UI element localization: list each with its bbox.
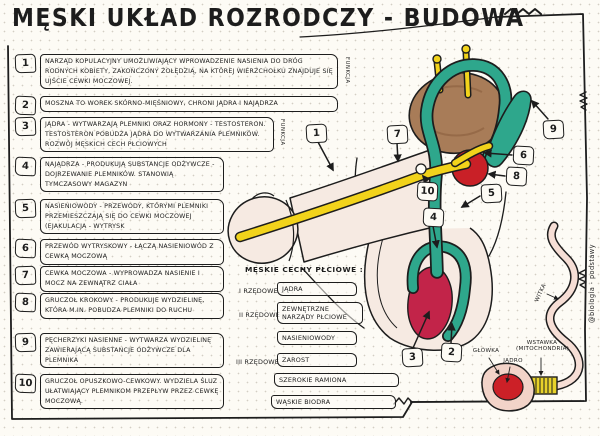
sperm-label-arrows <box>488 293 559 383</box>
legend-number-3: 3 <box>14 116 37 137</box>
traits-box-szerokie-ramiona: SZEROKIE RAMIONA <box>274 373 399 387</box>
traits-label-2: II RZĘDOWE <box>239 311 280 319</box>
urethra <box>234 141 494 243</box>
traits-box-nasieniowody: NASIENIOWODY <box>277 331 357 345</box>
sperm-head-label: GŁÓWKA <box>472 348 500 354</box>
legend-text-3: JĄDRA - WYTWARZAJĄ PLEMNIKI ORAZ HORMONY… <box>40 117 274 153</box>
legend-text-9: PĘCHERZYKI NASIENNE - WYTWARZA WYDZIELIN… <box>40 333 224 369</box>
legend-text-2: MOSZNA TO WOREK SKÓRNO-MIĘŚNIOWY, CHRONI… <box>40 96 338 112</box>
callout-2: 2 <box>440 342 463 363</box>
funkcja-tag-3: FUNKCJA <box>279 119 285 146</box>
traits-label-3: III RZĘDOWE <box>236 358 280 366</box>
legend-number-1: 1 <box>14 53 37 74</box>
page-title: MĘSKI UKŁAD ROZRODCZY - BUDOWA <box>12 4 525 33</box>
bulbourethral-gland <box>415 163 427 175</box>
traits-box-zarost: ZAROST <box>277 353 357 367</box>
legend-number-5: 5 <box>14 198 37 219</box>
legend-number-2: 2 <box>14 95 37 116</box>
sperm-midpiece-label: WSTAWKA (MITOCHONDRIA) <box>516 340 570 352</box>
legend-text-10: GRUCZOŁ OPUSZKOWO-CEWKOWY. WYDZIELA ŚLUZ… <box>40 374 224 410</box>
sperm-tail <box>545 221 584 391</box>
callout-6: 6 <box>512 145 535 166</box>
sperm-cell <box>409 221 585 412</box>
sperm-midpiece <box>527 376 558 395</box>
legend-number-6: 6 <box>14 238 37 259</box>
funkcja-tag-1: FUNKCJA <box>344 57 350 84</box>
legend-text-4: NAJĄDRZA - PRODUKUJĄ SUBSTANCJE ODŻYWCZE… <box>40 157 224 193</box>
callout-4: 4 <box>422 207 445 228</box>
traits-box-jadra: JĄDRA <box>277 282 357 296</box>
callout-10: 10 <box>416 181 439 202</box>
sperm-nucleus <box>492 373 524 401</box>
legend-number-10: 10 <box>14 373 37 394</box>
author-watermark: @biologia - podstawy <box>588 244 596 323</box>
callout-1: 1 <box>305 123 328 144</box>
legend-text-1: NARZĄD KOPULACYJNY UMOŻLIWIAJĄCY WPROWAD… <box>40 54 338 90</box>
callout-5: 5 <box>480 183 503 204</box>
legend-number-4: 4 <box>14 156 37 177</box>
legend-text-8: GRUCZOŁ KROKOWY - PRODUKUJE WYDZIELINĘ, … <box>40 293 224 319</box>
legend-text-7: CEWKA MOCZOWA - WYPROWADZA NASIENIE I MO… <box>40 266 224 292</box>
legend-number-7: 7 <box>14 265 37 286</box>
sperm-nucleus-label: JĄDRO <box>503 358 523 364</box>
traits-label-1: I RZĘDOWE <box>239 287 278 295</box>
traits-header: MĘSKIE CECHY PŁCIOWE : <box>245 265 364 274</box>
callout-3: 3 <box>401 347 424 368</box>
legend-number-8: 8 <box>14 292 37 313</box>
traits-box-waskie-biodra: WĄSKIE BIODRA <box>271 395 396 409</box>
legend-number-9: 9 <box>14 332 37 353</box>
callout-8: 8 <box>505 166 528 187</box>
callout-9: 9 <box>542 119 565 140</box>
legend-text-5: NASIENIOWODY - PRZEWODY, KTÓRYMI PLEMNIK… <box>40 199 224 235</box>
callout-arrows <box>317 99 549 349</box>
traits-box-zewnetrzne: ZEWNĘTRZNE NARZĄDY PŁCIOWE <box>277 302 363 324</box>
callout-7: 7 <box>386 124 409 145</box>
legend-text-6: PRZEWÓD WYTRYSKOWY - ŁĄCZĄ NASIENIOWÓD Z… <box>40 239 224 265</box>
epididymis <box>406 240 472 342</box>
